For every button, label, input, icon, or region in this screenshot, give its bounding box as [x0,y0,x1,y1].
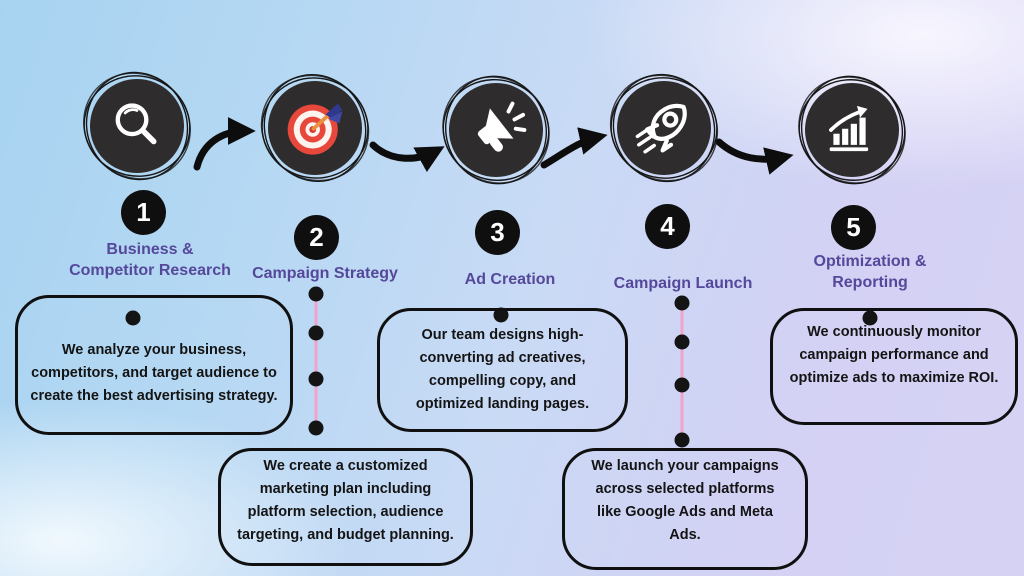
step-5-description-box: We continuously monitor campaign perform… [770,308,1018,425]
connector-dot [674,432,690,448]
step-4-number-badge: 4 [645,204,690,249]
step-1-description: We analyze your business, competitors, a… [30,342,278,404]
chart-growth-icon [829,105,869,152]
connector-step4 [674,295,690,448]
connector-dot [674,334,690,350]
step-3-label: Ad Creation [464,271,556,288]
step-3-circle [449,83,543,177]
arrow-step3-step4 [540,127,608,169]
step-2-number: 2 [309,222,324,252]
step-2-circle [268,81,362,175]
step-5-number-badge: 5 [831,205,876,250]
step-1-description-box: We analyze your business, competitors, a… [15,295,293,435]
step-2-number-badge: 2 [294,215,339,260]
step-4-circle [617,81,711,175]
step-1-number-badge: 1 [121,190,166,235]
step-4-description: We launch your campaigns across selected… [591,458,779,543]
step-1-number: 1 [136,197,151,227]
step-4-description-box: We launch your campaigns across selected… [562,448,808,570]
connector-step2 [308,286,324,436]
step-5-circle [805,83,899,177]
step-2-label: Campaign Strategy [252,265,398,282]
arrow-step4-step5 [715,138,794,175]
megaphone-icon [477,101,527,152]
step-3-number-badge: 3 [475,210,520,255]
arrow-step1-step2 [193,117,256,171]
step-5-number: 5 [846,212,861,242]
arrow-step2-step3 [369,141,445,173]
connector-dot [308,420,324,436]
step-4-number: 4 [660,211,675,241]
step-1-circle [90,79,184,173]
step-5-label: Optimization & Reporting [813,253,927,291]
connector-dot [308,325,324,341]
target-icon [287,103,343,155]
rocket-icon [635,103,687,154]
step-3-description: Our team designs high- converting ad cre… [415,327,590,412]
step-3-number: 3 [490,217,505,247]
step-2-description-box: We create a customized marketing plan in… [218,448,473,566]
connector-dot [308,371,324,387]
connector-dot [308,286,324,302]
step-2-description: We create a customized marketing plan in… [237,458,454,543]
step-4-label: Campaign Launch [613,275,753,292]
step-1-label: Business & Competitor Research [69,241,231,279]
connector-dot [674,295,690,311]
step-3-description-box: Our team designs high- converting ad cre… [377,308,628,432]
connector-dot [674,377,690,393]
step-5-description: We continuously monitor campaign perform… [789,324,999,386]
search-icon [115,103,157,145]
